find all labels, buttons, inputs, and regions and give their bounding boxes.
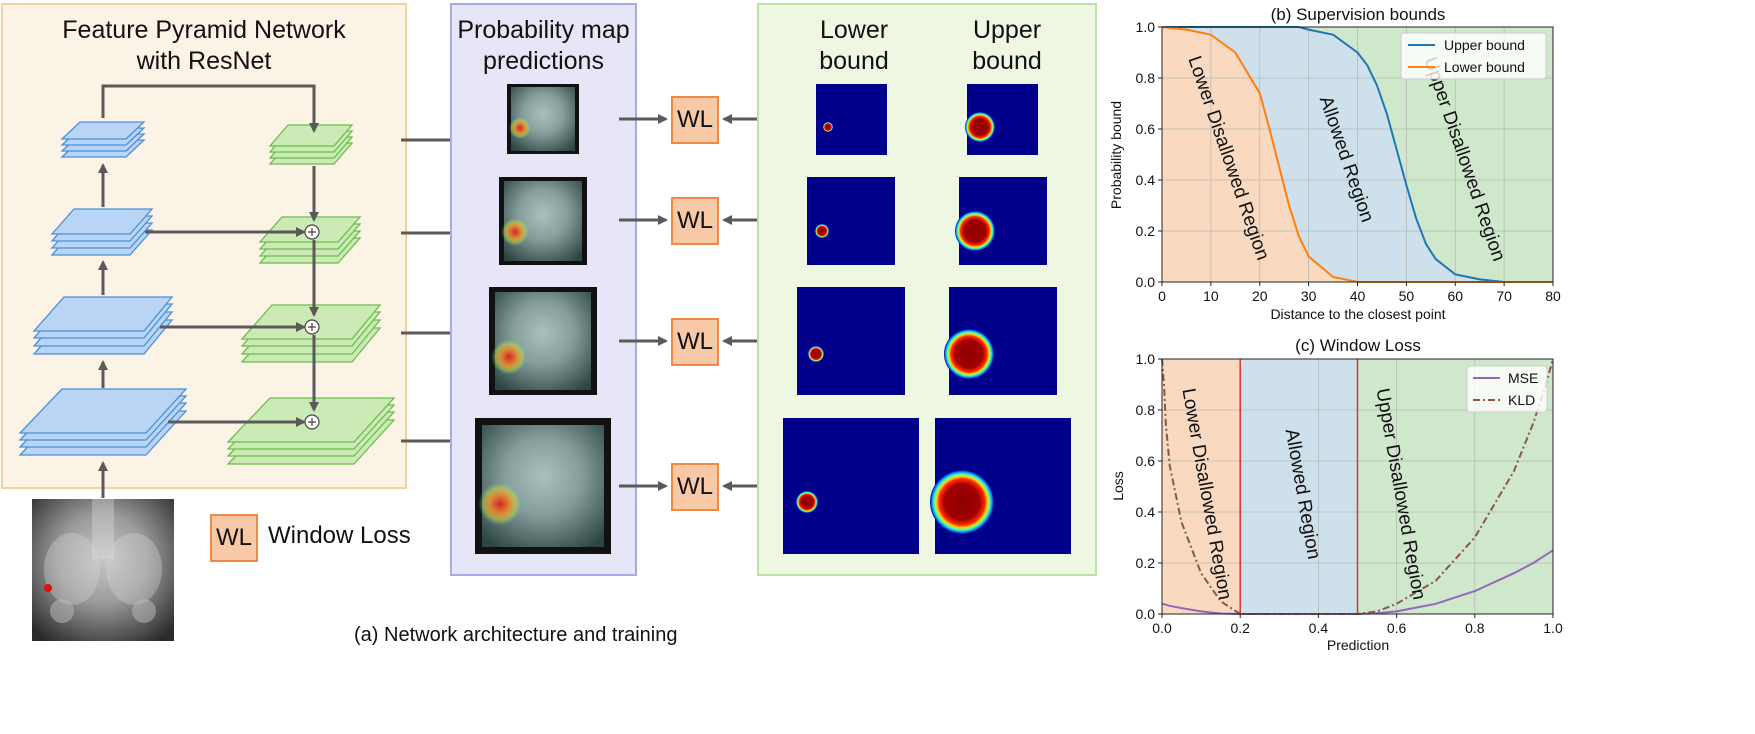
input-xray [32, 499, 174, 641]
chart-b-xtick-label: 30 [1301, 288, 1317, 304]
chart-c-region-lower-disallowed [1162, 359, 1241, 614]
chart-c-title: (c) Window Loss [1295, 336, 1421, 355]
chart-c-xtick-label: 0.2 [1230, 620, 1250, 636]
chart-b-xtick-label: 80 [1545, 288, 1561, 304]
chart-c-xtick-label: 0.4 [1309, 620, 1329, 636]
prediction-map-2 [499, 177, 587, 265]
upper-bound-map-4 [930, 418, 1071, 554]
add-node-4 [304, 414, 320, 430]
chart-b-legend-lower: Lower bound [1444, 59, 1525, 75]
wl-box-2: WL [671, 197, 719, 245]
resnet-layer-4 [18, 388, 188, 456]
upper-bound-title-line2: bound [972, 47, 1042, 75]
wl-box-1: WL [671, 96, 719, 144]
caption-a: (a) Network architecture and training [354, 624, 678, 646]
chart-b-title: (b) Supervision bounds [1271, 5, 1446, 24]
chart-c-frame [1161, 358, 1554, 615]
fpn-title-line2: with ResNet [136, 47, 272, 75]
lower-bound-map-1 [816, 84, 887, 155]
fpn-diagram [18, 84, 470, 498]
lower-bound-title-line2: bound [819, 47, 889, 75]
upper-bound-map-1 [965, 84, 1038, 155]
chart-b-legend: Upper bound Lower bound [1400, 32, 1547, 80]
resnet-layer-3 [32, 296, 174, 355]
upper-bound-map-2 [955, 177, 1047, 265]
chart-c-xtick-label: 0.0 [1152, 620, 1172, 636]
predictions-title-line1: Probability map [457, 16, 630, 44]
chart-c-legend-kld: KLD [1508, 392, 1535, 408]
predictions-title: Probability map predictions [452, 15, 635, 77]
chart-c-ytick-label: 0.2 [1136, 555, 1156, 571]
fpn-layer-2 [258, 216, 362, 264]
lower-bound-title-line1: Lower [819, 16, 889, 44]
fpn-layer-3 [240, 304, 382, 363]
chart-b-ylabel: Probability bound [1108, 101, 1124, 209]
chart-c-ytick-label: 0.6 [1136, 453, 1156, 469]
chart-c-region-allowed [1240, 359, 1358, 614]
fpn-title: Feature Pyramid Network with ResNet [3, 15, 405, 77]
predictions-title-line2: predictions [483, 47, 604, 75]
prediction-map-1 [507, 84, 579, 154]
chart-b-xtick-label: 60 [1447, 288, 1463, 304]
fpn-layer-4 [226, 397, 396, 465]
chart-c-ylabel: Loss [1110, 471, 1126, 501]
chart-b-xtick-label: 0 [1158, 288, 1166, 304]
lower-bound-title: Lower bound [799, 15, 909, 77]
chart-b-ytick-label: 0.6 [1136, 121, 1156, 137]
chart-b-ytick-label: 0.2 [1136, 223, 1156, 239]
chart-b-ytick-label: 0.4 [1136, 172, 1156, 188]
fpn-layer-1 [268, 124, 354, 165]
wl-legend-box: WL [210, 514, 258, 562]
wl-box-3: WL [671, 318, 719, 366]
resnet-layer-2 [50, 208, 154, 256]
chart-b-ytick-label: 0.0 [1136, 274, 1156, 290]
chart-b-xtick-label: 50 [1399, 288, 1415, 304]
upper-bound-title-line1: Upper [972, 16, 1042, 44]
wl-legend-label: Window Loss [268, 522, 411, 549]
chart-c-legend: MSE KLD [1466, 365, 1548, 413]
upper-bound-map-3 [944, 287, 1057, 395]
upper-bound-title: Upper bound [952, 15, 1062, 77]
lower-bound-map-2 [807, 177, 895, 265]
chart-b-ytick-label: 0.8 [1136, 70, 1156, 86]
lower-bound-map-4 [783, 418, 919, 554]
chart-c-ytick-label: 1.0 [1136, 351, 1156, 367]
fpn-title-line1: Feature Pyramid Network [62, 16, 346, 44]
chart-b-legend-upper: Upper bound [1444, 37, 1525, 53]
resnet-layer-1 [60, 121, 146, 158]
chart-c-ytick-label: 0.4 [1136, 504, 1156, 520]
chart-c-ytick-label: 0.0 [1136, 606, 1156, 622]
supervision-bounds-chart: (b) Supervision bounds 0 10 20 30 40 50 60 70 80… [1108, 5, 1561, 322]
chart-b-xtick-label: 70 [1496, 288, 1512, 304]
chart-b-xtick-label: 20 [1252, 288, 1268, 304]
chart-c-xtick-label: 1.0 [1543, 620, 1563, 636]
chart-c-xtick-label: 0.8 [1465, 620, 1485, 636]
chart-c-region-upper-disallowed [1357, 359, 1553, 614]
chart-b-xlabel: Distance to the closest point [1270, 306, 1445, 322]
chart-c-legend-mse: MSE [1508, 370, 1538, 386]
prediction-map-4 [475, 418, 611, 554]
landmark-point [44, 584, 52, 592]
chart-c-xlabel: Prediction [1327, 637, 1389, 653]
add-node-3 [304, 319, 320, 335]
chart-b-ytick-label: 1.0 [1136, 19, 1156, 35]
wl-box-4: WL [671, 463, 719, 511]
lower-bound-map-3 [797, 287, 905, 395]
top-connector [101, 84, 319, 133]
add-node-2 [304, 224, 320, 240]
window-loss-chart: (c) Window Loss 0.0 0.2 0.4 0.6 0.8 1.0 0.0 0.2… [1110, 336, 1563, 653]
chart-b-xtick-label: 10 [1203, 288, 1219, 304]
chart-c-xtick-label: 0.6 [1387, 620, 1407, 636]
chart-c-ytick-label: 0.8 [1136, 402, 1156, 418]
prediction-map-3 [489, 287, 597, 395]
chart-b-xtick-label: 40 [1350, 288, 1366, 304]
